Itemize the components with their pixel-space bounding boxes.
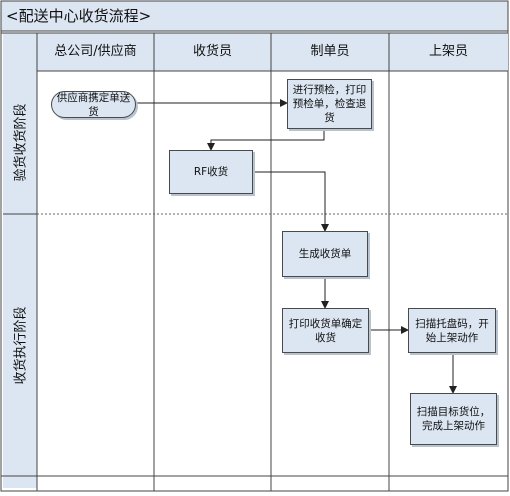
phase-label-inspection-text: 验货收货阶段 bbox=[13, 103, 29, 182]
node-supplier-ship: 供应商携定单送货 bbox=[51, 91, 136, 118]
title-bar bbox=[0, 0, 509, 32]
node-scan-pallet: 扫描托盘码，开始上架动作 bbox=[408, 308, 496, 353]
phase-column bbox=[3, 33, 37, 488]
diagram-title: <配送中心收货流程> bbox=[6, 7, 152, 25]
edge-preinspect-to-rf bbox=[207, 129, 325, 151]
lane-header-row bbox=[37, 33, 508, 71]
phase-label-execution: 收货执行阶段 bbox=[4, 214, 34, 476]
phase-label-inspection: 验货收货阶段 bbox=[4, 71, 34, 214]
node-print-receipt: 打印收货单确定收货 bbox=[282, 308, 369, 353]
lane-header-supplier: 总公司/供应商 bbox=[54, 44, 137, 59]
node-rf-receive: RF收货 bbox=[169, 150, 253, 194]
node-generate-receipt: 生成收货单 bbox=[282, 231, 368, 277]
lane-header-clerk: 制单员 bbox=[310, 44, 350, 59]
lane-header-receiver: 收货员 bbox=[192, 44, 232, 59]
node-pre-inspect: 进行预检，打印预检单，检查退货 bbox=[287, 79, 372, 129]
lane-header-shelver: 上架员 bbox=[428, 44, 468, 59]
phase-label-execution-text: 收货执行阶段 bbox=[13, 305, 29, 385]
edge-rf-to-genreceipt bbox=[253, 171, 329, 232]
node-scan-target: 扫描目标货位，完成上架动作 bbox=[410, 393, 497, 445]
